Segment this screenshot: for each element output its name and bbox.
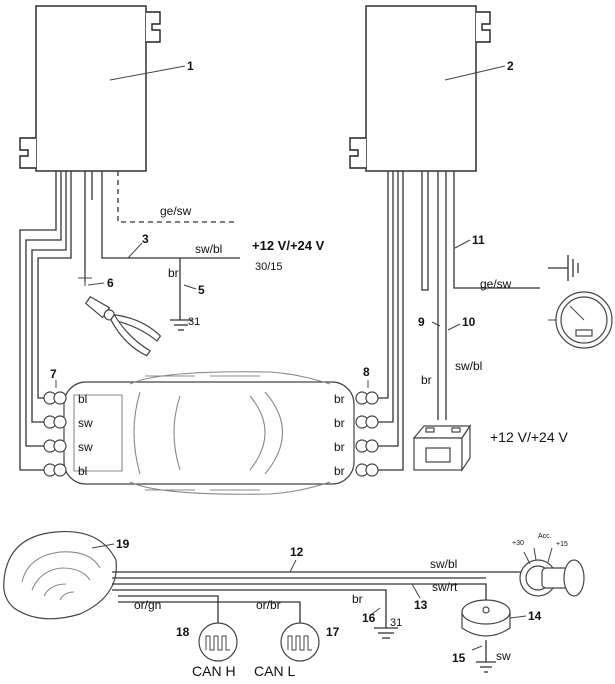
callout-6: 6 [107, 276, 114, 290]
unit-2-harness [378, 171, 540, 471]
right-conn-label-3: br [334, 440, 345, 454]
can-h-signal [198, 622, 238, 662]
callout-19: 19 [116, 537, 130, 551]
callout-16: 16 [362, 611, 376, 625]
label-ge-sw-top: ge/sw [160, 204, 192, 218]
callout-9: 9 [418, 315, 425, 329]
right-conn-label-1: br [334, 392, 345, 406]
callout-10: 10 [462, 315, 476, 329]
unit-1-harness [19, 171, 240, 471]
left-conn-label-2: sw [78, 416, 93, 430]
label-br-top: br [168, 266, 179, 280]
label-ge-sw-right: ge/sw [480, 277, 512, 291]
label-br-right: br [421, 373, 432, 387]
callout-8: 8 [363, 365, 370, 379]
can-h-label: CAN H [192, 663, 236, 679]
left-conn-label-1: bl [78, 392, 87, 406]
callout-11: 11 [472, 233, 485, 247]
callout-15: 15 [452, 651, 466, 665]
callout-14: 14 [528, 609, 542, 623]
ground-31-bottom: 31 [390, 617, 402, 629]
supply-battery: +12 V/+24 V [490, 429, 569, 445]
control-unit-2 [349, 5, 506, 172]
sensor-19 [3, 530, 117, 620]
callout-13: 13 [414, 598, 428, 612]
callout-3: 3 [142, 232, 149, 246]
label-sw-bl-right: sw/bl [455, 359, 482, 373]
can-l-label: CAN L [254, 663, 295, 679]
vehicle-outline [63, 371, 355, 495]
callout-18: 18 [176, 625, 190, 639]
right-connector-8 [355, 380, 379, 477]
label-sw-bottom: sw [496, 649, 511, 663]
bottom-harness [112, 559, 522, 639]
left-conn-label-3: sw [78, 440, 93, 454]
ground-symbol-right [548, 255, 579, 281]
callout-2: 2 [507, 59, 514, 73]
left-conn-label-4: bl [78, 464, 87, 478]
left-connector-7 [43, 380, 67, 477]
callout-5: 5 [198, 283, 205, 297]
terminal-30-15: 30/15 [255, 261, 283, 273]
tachometer-icon [548, 291, 613, 349]
label-or-br: or/br [256, 598, 281, 612]
callout-12: 12 [290, 545, 304, 559]
pliers-icon [84, 295, 162, 357]
right-conn-label-4: br [334, 464, 345, 478]
can-l-signal [280, 622, 320, 662]
ignition-acc: Acc. [538, 533, 552, 540]
ignition-switch-icon [519, 547, 585, 597]
callout-1: 1 [187, 59, 194, 73]
ignition-t15: +15 [556, 541, 568, 548]
ground-31-top: 31 [188, 316, 200, 328]
label-sw-bl-bottom: sw/bl [430, 557, 457, 571]
label-sw-bl-top: sw/bl [195, 242, 222, 256]
buzzer-14 [461, 599, 527, 673]
callout-7: 7 [50, 367, 57, 381]
ignition-t30: +30 [512, 540, 524, 547]
callout-17: 17 [326, 625, 340, 639]
right-conn-label-2: br [334, 416, 345, 430]
label-sw-rt-bottom: sw/rt [432, 580, 458, 594]
label-br-bottom: br [352, 592, 363, 606]
label-or-gn: or/gn [134, 598, 161, 612]
battery-icon [412, 424, 472, 472]
control-unit-1 [19, 5, 186, 172]
supply-top: +12 V/+24 V [252, 238, 325, 253]
